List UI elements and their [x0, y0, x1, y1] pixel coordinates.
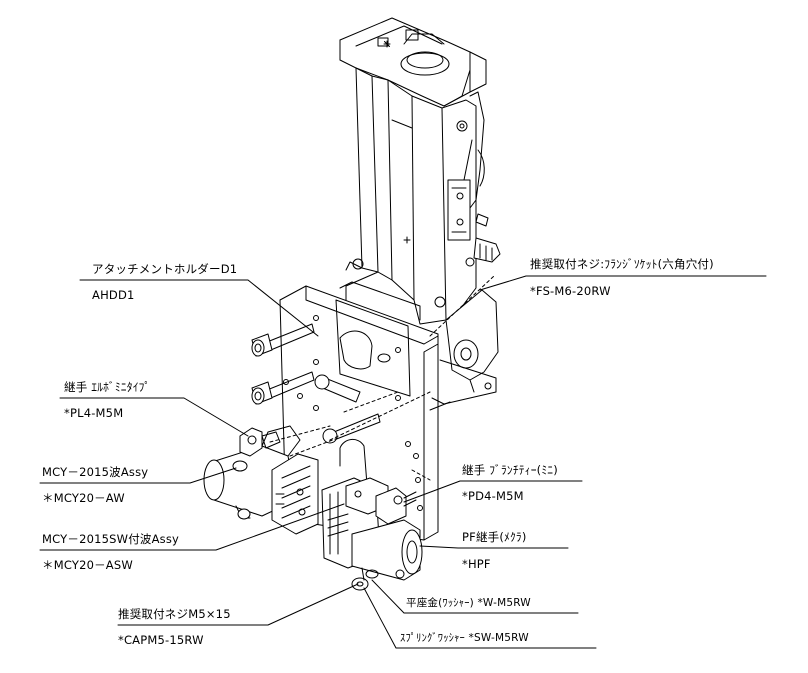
- flange-bolts: [251, 323, 315, 405]
- attachment-holder-plate: [279, 281, 439, 541]
- branch-tee-name-label: 継手 ﾌﾞﾗﾝﾁﾃｨｰ(ﾐﾆ): [462, 463, 558, 477]
- recommended-screw-name-label: 推奨取付ネジ:ﾌﾗﾝｼﾞｿｹｯﾄ(六角穴付): [530, 257, 714, 271]
- leader-lines: [39, 275, 767, 649]
- cylinder-mcy20-asw: [321, 477, 423, 591]
- spring-washer-label: ｽﾌﾟﾘﾝｸﾞﾜｯｼｬｰ *SW-M5RW: [400, 632, 529, 644]
- holder-code-label: AHDD1: [92, 288, 135, 302]
- recommended-screw-code-label: *FS-M6-20RW: [530, 284, 611, 298]
- column-body: [339, 17, 487, 325]
- cylinder-sw-name-label: MCY－2015SW付波Assy: [42, 532, 180, 546]
- cylinder-mcy20-aw: [203, 425, 319, 535]
- screw-m5-code-label: *CAPM5-15RW: [118, 633, 204, 647]
- cylinder-sw-code-label: ＊MCY20－ASW: [42, 558, 133, 572]
- pf-fitting-name-label: PF継手(ﾒｸﾗ): [462, 530, 527, 544]
- lower-bracket: [429, 289, 499, 411]
- branch-tee-code-label: *PD4-M5M: [462, 489, 524, 503]
- holder-name-label: アタッチメントホルダーD1: [92, 262, 238, 276]
- lever-assembly: [447, 91, 501, 267]
- fitting-elbow-code-label: *PL4-M5M: [64, 406, 124, 420]
- screw-m5-name-label: 推奨取付ネジM5×15: [118, 607, 231, 621]
- cylinder-name-label: MCY－2015波Assy: [42, 465, 149, 479]
- assembly-dash-lines: [269, 275, 495, 481]
- fitting-elbow-name-label: 継手 ｴﾙﾎﾞﾐﾆﾀｲﾌﾟ: [64, 380, 151, 394]
- pf-fitting-code-label: *HPF: [462, 557, 491, 571]
- cylinder-code-label: ＊MCY20－AW: [42, 491, 125, 505]
- flat-washer-label: 平座金(ﾜｯｼｬｰ) *W-M5RW: [406, 597, 531, 609]
